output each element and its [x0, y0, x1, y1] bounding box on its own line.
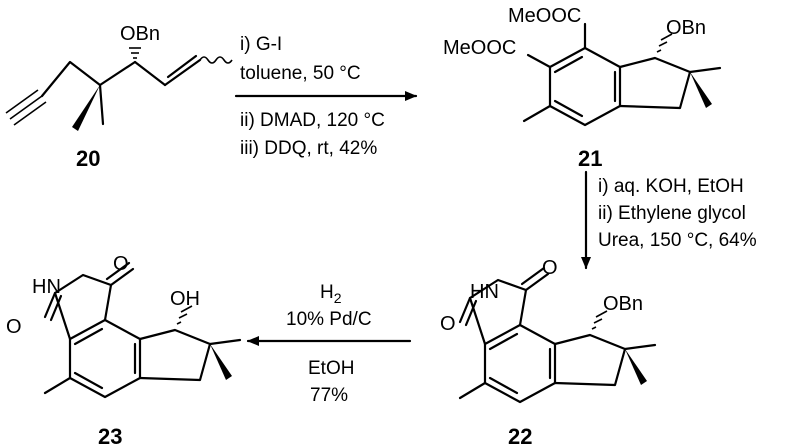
compound-20-structure: OBn: [5, 23, 233, 131]
hn-label-23: HN: [32, 276, 61, 298]
oh-label-23: OH: [170, 288, 200, 310]
o-label-23-top: O: [113, 253, 129, 275]
condition-3-reagent: H2: [320, 282, 342, 306]
h2-main: H: [320, 282, 334, 303]
o-label-23-left: O: [6, 316, 22, 338]
hashed-bond: [176, 305, 193, 325]
o-label-22-top: O: [542, 257, 558, 279]
condition-1-line-1: i) G-I: [240, 34, 282, 55]
o-label-22-left: O: [440, 313, 456, 335]
obn-label-22: OBn: [603, 293, 643, 315]
condition-1-line-3: ii) DMAD, 120 °C: [240, 110, 385, 131]
obn-label-21: OBn: [666, 17, 706, 39]
hashed-bond: [656, 33, 673, 53]
condition-3-catalyst: 10% Pd/C: [286, 309, 372, 330]
condition-1-line-4: iii) DDQ, rt, 42%: [240, 138, 377, 159]
obn-label-20: OBn: [120, 23, 160, 45]
hashed-bond: [591, 310, 608, 330]
condition-2-line-3: Urea, 150 °C, 64%: [598, 230, 757, 251]
condition-3-solvent: EtOH: [308, 358, 354, 379]
compound-22-structure: O HN O OBn: [440, 257, 657, 404]
compound-label-20: 20: [76, 146, 100, 171]
condition-2-line-1: i) aq. KOH, EtOH: [598, 176, 744, 197]
hashed-bond: [129, 47, 141, 59]
condition-2-line-2: ii) Ethylene glycol: [598, 203, 746, 224]
condition-3-yield: 77%: [310, 385, 348, 406]
compound-21-structure: MeOOC MeOOC OBn: [443, 5, 722, 127]
compound-label-21: 21: [578, 146, 602, 171]
meooc-label-left: MeOOC: [443, 37, 516, 59]
compound-label-23: 23: [98, 424, 122, 448]
condition-1-line-2: toluene, 50 °C: [240, 63, 361, 84]
compound-23-structure: O HN O OH: [6, 253, 242, 399]
h2-sub: 2: [334, 290, 342, 306]
meooc-label-top: MeOOC: [508, 5, 581, 27]
hn-label-22: HN: [470, 281, 499, 303]
compound-label-22: 22: [508, 424, 532, 448]
